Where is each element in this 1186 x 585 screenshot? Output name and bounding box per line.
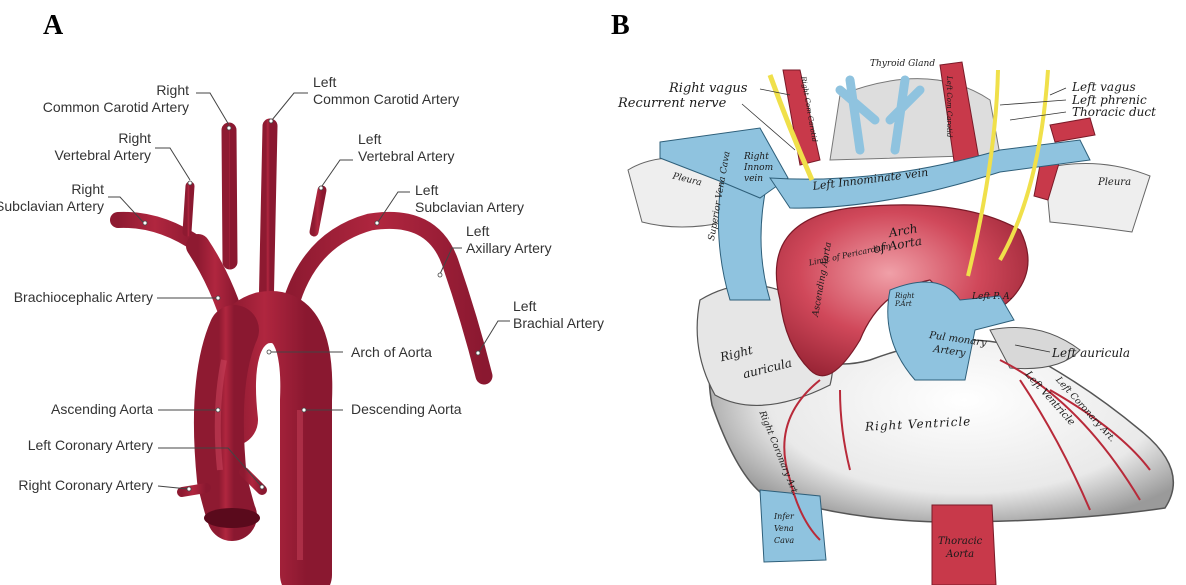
label-b-right-vagus: Right vagus [669, 82, 747, 95]
label-b-pleura-right: Pleura [1098, 178, 1131, 188]
label-b-left-vagus: Left vagus [1072, 81, 1136, 93]
label-b-inferior-vena-cava: Infer Vena Cava [774, 511, 794, 547]
label-b-left-p-a: Left P. A. [972, 293, 1012, 302]
label-b-thoracic-aorta: Thoracic Aorta [938, 535, 982, 561]
label-b-thyroid-gland: Thyroid Gland [870, 60, 935, 69]
label-b-left-auricula: Left auricula [1052, 347, 1130, 359]
label-b-recurrent-nerve: Recurrent nerve [618, 97, 726, 110]
label-b-thoracic-duct: Thoracic duct [1072, 106, 1156, 118]
label-b-right-innom-vein: Right Innom vein [744, 152, 773, 185]
label-b-left-com-carotid: Left Com Carotid [945, 76, 952, 137]
pleura-right-flap [1045, 164, 1150, 233]
label-b-right-p-art: Right P.Art [895, 292, 914, 308]
